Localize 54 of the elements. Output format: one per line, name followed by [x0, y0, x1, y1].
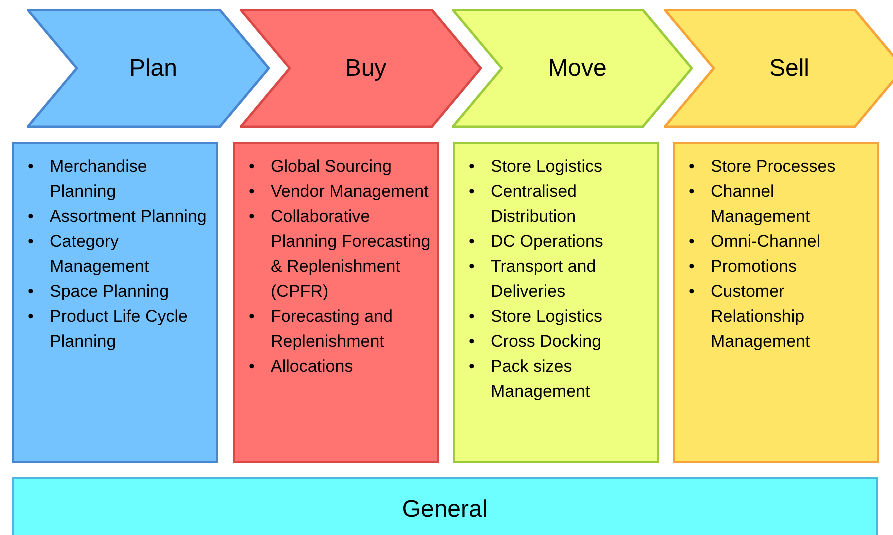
- bullet: •: [249, 206, 256, 228]
- list-item: Centralised Distribution: [491, 181, 578, 228]
- bullet: •: [689, 156, 696, 178]
- stage-title: Move: [547, 54, 607, 84]
- bullet: •: [28, 281, 35, 303]
- list-item: Channel Management: [711, 181, 812, 228]
- bullet: •: [249, 306, 256, 328]
- bullet: •: [28, 306, 35, 328]
- bullet: •: [689, 181, 696, 203]
- stage-title: Buy: [344, 54, 387, 84]
- list-item: Vendor Management: [271, 181, 429, 203]
- general-band: [12, 477, 878, 535]
- bullet: •: [469, 181, 476, 203]
- bullet: •: [249, 156, 256, 178]
- list-item: Promotions: [711, 256, 797, 278]
- list-item: Product Life Cycle Planning: [50, 306, 189, 353]
- list-item: Store Processes: [711, 156, 836, 178]
- list-item: Assortment Planning: [50, 206, 207, 228]
- list-item: Customer Relationship Management: [711, 281, 812, 353]
- bullet: •: [469, 356, 476, 378]
- list-item: Store Logistics: [491, 156, 602, 178]
- bullet: •: [469, 231, 476, 253]
- bullet: •: [469, 256, 476, 278]
- list-panel: [12, 142, 218, 463]
- list-panel: [233, 142, 439, 463]
- list-item: Collaborative Planning Forecasting & Replenishment (CPFR): [271, 206, 431, 303]
- list-panel: [453, 142, 659, 463]
- bullet: •: [689, 231, 696, 253]
- bullet: •: [689, 256, 696, 278]
- band-title: General: [402, 495, 488, 525]
- list-panel: [673, 142, 879, 463]
- list-item: Merchandise Planning: [50, 156, 148, 203]
- stage-title: Plan: [128, 54, 178, 84]
- list-item: DC Operations: [491, 231, 604, 253]
- bullet: •: [28, 156, 35, 178]
- bullet: •: [469, 156, 476, 178]
- bullet: •: [469, 331, 476, 353]
- list-item: Pack sizes Management: [491, 356, 592, 403]
- list-item: Global Sourcing: [271, 156, 392, 178]
- bullet: •: [249, 356, 256, 378]
- bullet: •: [28, 231, 35, 253]
- bullet: •: [469, 306, 476, 328]
- stage-title: Sell: [768, 54, 810, 84]
- bullet: •: [689, 281, 696, 303]
- list-item: Cross Docking: [491, 331, 602, 353]
- list-item: Allocations: [271, 356, 354, 378]
- list-item: Space Planning: [50, 281, 170, 303]
- list-item: Forecasting and Replenishment: [271, 306, 394, 353]
- list-item: Transport and Deliveries: [491, 256, 598, 303]
- bullet: •: [28, 206, 35, 228]
- list-item: Omni-Channel: [711, 231, 821, 253]
- list-item: Store Logistics: [491, 306, 602, 328]
- list-item: Category Management: [50, 231, 150, 278]
- bullet: •: [249, 181, 256, 203]
